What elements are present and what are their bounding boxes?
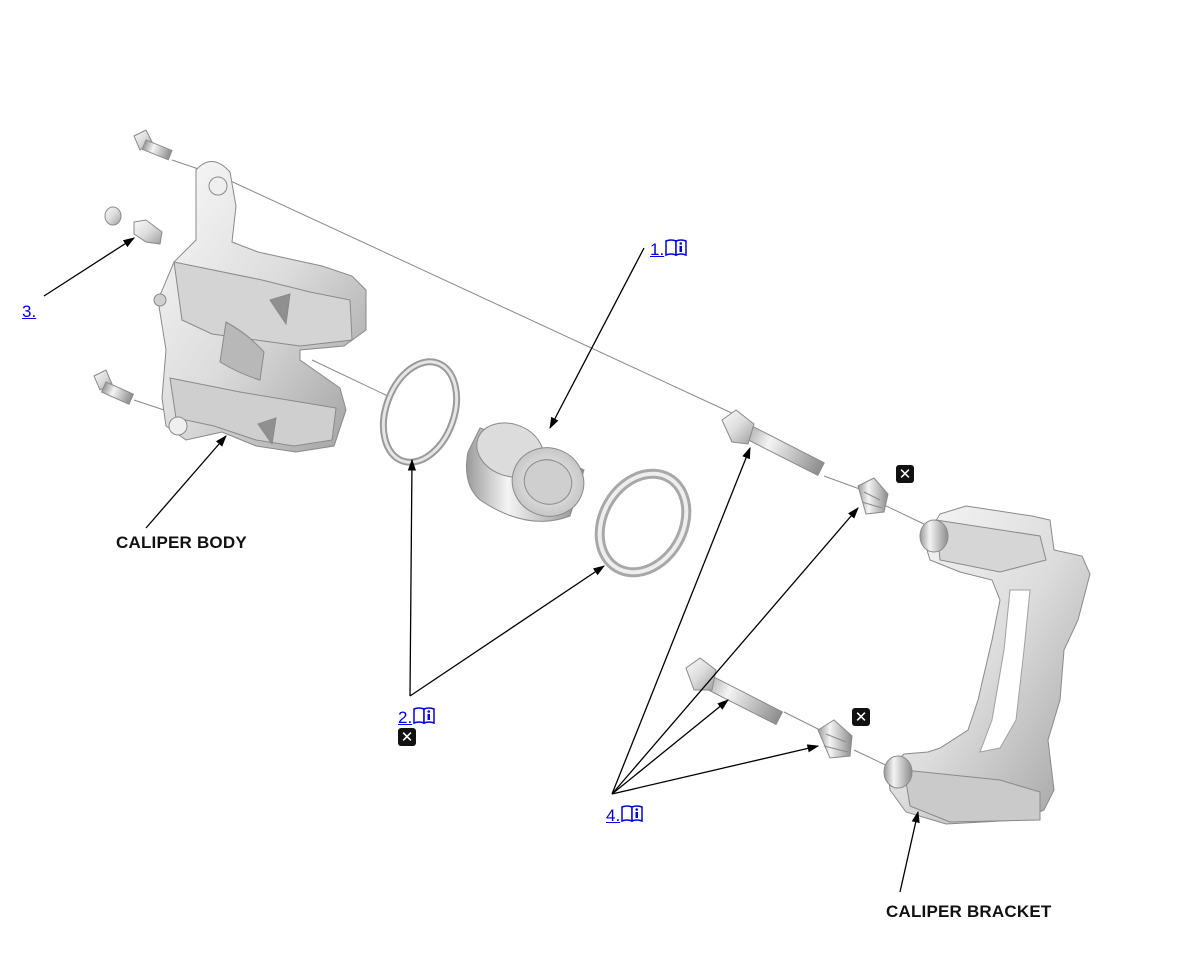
upper-pin-boot-part bbox=[857, 477, 889, 515]
caliper-body-part bbox=[153, 161, 367, 453]
caliper-bottom-bolt bbox=[93, 369, 135, 405]
service-info-book-icon[interactable] bbox=[413, 706, 435, 729]
lower-pin-boot-part bbox=[817, 719, 853, 759]
callout-1-link[interactable]: 1. bbox=[650, 238, 687, 261]
replace-mark-icon: ✕ bbox=[398, 728, 416, 746]
caliper-bracket-part bbox=[883, 505, 1091, 825]
service-info-book-icon[interactable] bbox=[665, 238, 687, 261]
callout-2-link[interactable]: 2. bbox=[398, 706, 435, 729]
callout-2-label: 2. bbox=[398, 707, 413, 727]
piston-seal-part bbox=[379, 358, 461, 466]
callout-1-label: 1. bbox=[650, 239, 665, 259]
dust-boot-part bbox=[594, 468, 692, 578]
callout-4-link[interactable]: 4. bbox=[606, 804, 643, 827]
callout-3-label: 3. bbox=[22, 302, 37, 321]
service-info-book-icon[interactable] bbox=[621, 804, 643, 827]
callout-4-label: 4. bbox=[606, 805, 621, 825]
bleeder-screw-part bbox=[104, 206, 163, 245]
replace-mark-icon: ✕ bbox=[852, 708, 870, 726]
piston-part bbox=[466, 422, 585, 522]
alignment-lines bbox=[133, 159, 929, 769]
caliper-body-label: CALIPER BODY bbox=[116, 533, 247, 552]
leader-lines bbox=[43, 237, 920, 893]
caliper-bracket-label: CALIPER BRACKET bbox=[886, 902, 1052, 921]
upper-guide-pin-part bbox=[721, 409, 825, 477]
caliper-top-bolt bbox=[133, 129, 173, 161]
replace-mark-icon: ✕ bbox=[896, 465, 914, 483]
callout-3-link[interactable]: 3. bbox=[22, 302, 36, 322]
